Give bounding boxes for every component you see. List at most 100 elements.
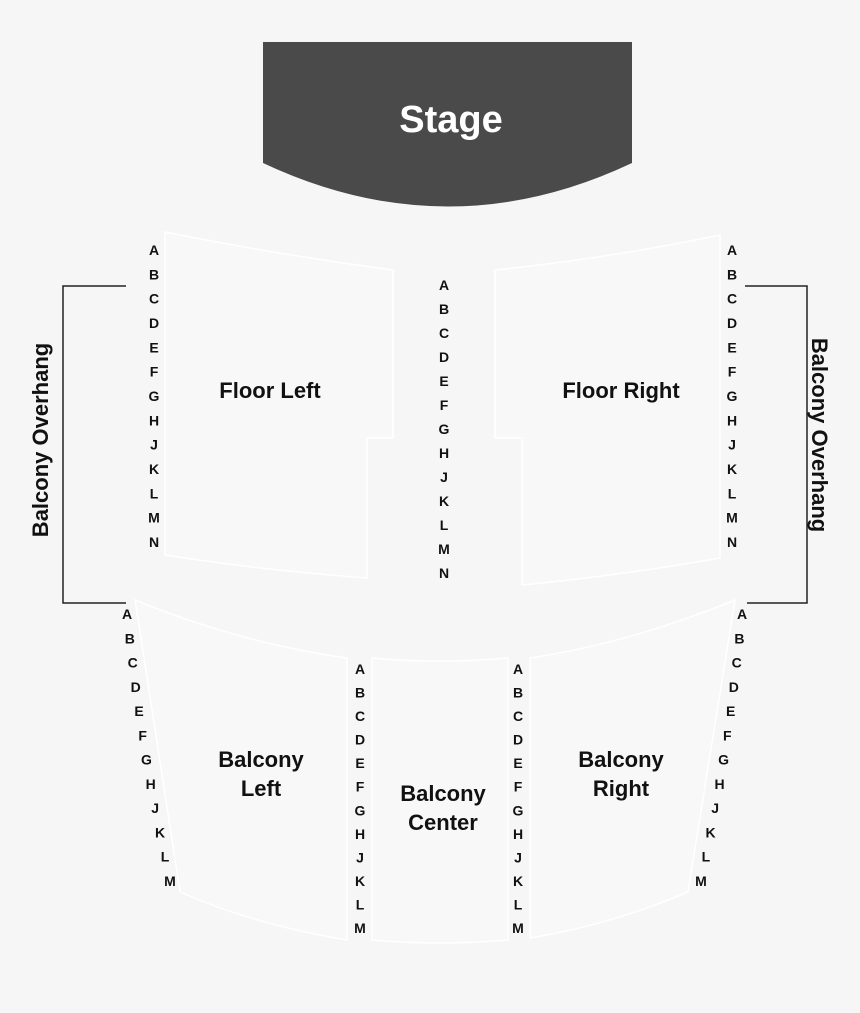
row-label-balcony-left-outer-d: D [131,679,141,695]
row-label-floor-right-g: G [727,388,738,404]
row-label-floor-left-j: J [150,437,158,453]
row-label-balcony-right-outer-e: E [726,703,735,719]
row-label-balcony-left-inner-b: B [355,685,365,701]
row-label-balcony-right-outer-l: L [702,849,711,865]
row-label-floor-center-g: G [439,421,450,437]
balcony-left-section[interactable] [134,598,348,941]
row-label-balcony-right-outer-k: K [706,825,716,841]
row-label-floor-right-c: C [727,291,737,307]
floor-left-section[interactable] [164,231,394,579]
overhang-label-left: Balcony Overhang [28,343,53,537]
row-label-balcony-left-outer-f: F [138,727,147,743]
row-label-balcony-left-inner-c: C [355,708,365,724]
row-label-balcony-right-inner-a: A [513,661,523,677]
row-label-balcony-left-outer-c: C [128,655,138,671]
row-label-balcony-right-inner-l: L [514,897,523,913]
row-label-balcony-left-inner-d: D [355,732,365,748]
balcony-left-label-line2: Left [241,776,282,801]
row-label-floor-right-h: H [727,412,737,428]
row-label-floor-center-a: A [439,277,449,293]
row-label-floor-left-h: H [149,412,159,428]
row-label-floor-left-d: D [149,315,159,331]
row-label-balcony-right-outer-a: A [737,606,747,622]
row-label-balcony-left-outer-g: G [141,752,152,768]
row-label-balcony-left-inner-f: F [356,779,365,795]
row-label-floor-center-f: F [440,397,449,413]
row-label-floor-center-c: C [439,325,449,341]
row-label-floor-right-j: J [728,437,736,453]
row-label-balcony-left-outer-a: A [122,606,132,622]
row-label-balcony-left-outer-e: E [134,703,143,719]
row-label-balcony-right-inner-f: F [514,779,523,795]
row-label-balcony-right-outer-h: H [714,776,724,792]
stage-label: Stage [399,99,502,141]
balcony-center-label-line1: Balcony [400,781,486,806]
row-label-balcony-left-inner-h: H [355,826,365,842]
row-label-balcony-right-outer-d: D [729,679,739,695]
row-label-floor-left-e: E [149,339,158,355]
row-label-balcony-left-outer-m: M [164,873,176,889]
balcony-center-label-line2: Center [408,810,478,835]
row-label-balcony-right-inner-b: B [513,685,523,701]
floor-left-label: Floor Left [219,378,321,403]
row-label-balcony-right-inner-h: H [513,826,523,842]
row-label-balcony-right-inner-j: J [514,849,522,865]
row-label-floor-left-a: A [149,242,159,258]
row-label-balcony-right-outer-c: C [732,655,742,671]
row-label-balcony-right-outer-j: J [711,800,719,816]
row-label-floor-left-b: B [149,266,159,282]
overhang-label-right: Balcony Overhang [807,338,832,532]
balcony-right-label-line2: Right [593,776,650,801]
balcony-right-section[interactable] [529,598,736,939]
floor-right-section[interactable] [494,234,721,586]
row-label-floor-left-m: M [148,510,160,526]
row-label-floor-center-d: D [439,349,449,365]
row-label-balcony-left-outer-j: J [151,800,159,816]
row-label-floor-center-l: L [440,517,449,533]
row-label-balcony-right-inner-m: M [512,920,524,936]
row-label-floor-center-b: B [439,301,449,317]
balcony-right-label-line1: Balcony [578,747,664,772]
row-label-balcony-left-outer-k: K [155,825,165,841]
row-label-balcony-left-inner-j: J [356,849,364,865]
stage[interactable]: Stage [263,42,632,207]
row-label-floor-right-m: M [726,510,738,526]
row-label-balcony-left-outer-h: H [146,776,156,792]
stage-shape [263,42,632,207]
row-label-floor-left-g: G [149,388,160,404]
row-label-floor-center-m: M [438,541,450,557]
row-label-balcony-right-inner-e: E [513,755,522,771]
row-label-balcony-right-outer-b: B [734,630,744,646]
balcony-center-section[interactable] [371,657,509,944]
row-label-floor-center-k: K [439,493,449,509]
row-label-balcony-left-inner-k: K [355,873,365,889]
row-label-floor-center-h: H [439,445,449,461]
row-label-balcony-left-inner-l: L [356,897,365,913]
row-label-balcony-left-inner-e: E [355,755,364,771]
row-label-floor-right-d: D [727,315,737,331]
row-label-balcony-right-inner-d: D [513,732,523,748]
row-label-balcony-left-inner-a: A [355,661,365,677]
row-label-balcony-left-outer-l: L [161,849,170,865]
row-label-floor-left-n: N [149,534,159,550]
row-label-floor-right-l: L [728,485,737,501]
row-label-balcony-left-outer-b: B [125,630,135,646]
balcony-left-label-line1: Balcony [218,747,304,772]
row-label-floor-left-c: C [149,291,159,307]
row-label-balcony-left-inner-m: M [354,920,366,936]
row-label-floor-center-e: E [439,373,448,389]
row-label-balcony-right-inner-g: G [513,802,524,818]
row-label-floor-center-j: J [440,469,448,485]
row-label-balcony-right-inner-c: C [513,708,523,724]
row-label-floor-right-f: F [728,364,737,380]
row-label-balcony-right-outer-m: M [695,873,707,889]
row-label-balcony-left-inner-g: G [355,802,366,818]
